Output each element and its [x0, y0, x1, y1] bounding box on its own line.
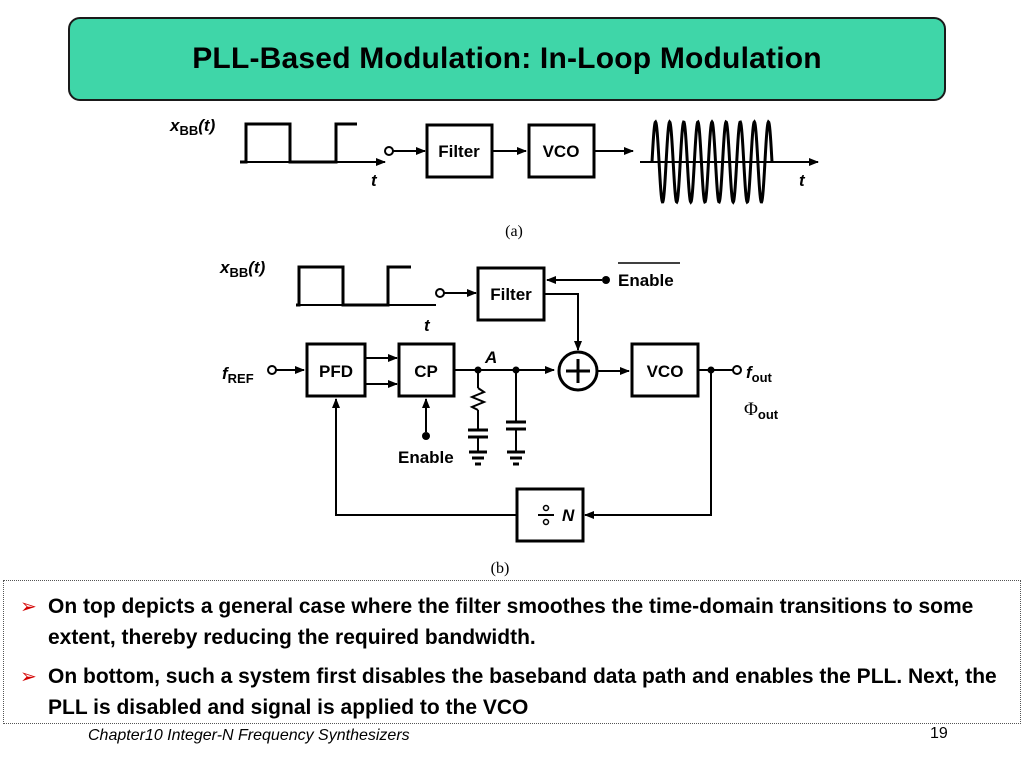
b-t-label: t: [424, 316, 431, 335]
b-fout-label: fout: [746, 363, 773, 385]
b-divider-n-label: N: [562, 506, 575, 525]
b-node-a-label: A: [484, 348, 497, 367]
bullet-arrow-icon: ➢: [20, 664, 37, 688]
b-input-node: [435, 288, 445, 298]
bullet-text: On top depicts a general case where the …: [48, 595, 974, 649]
bullet-text: On bottom, such a system first disables …: [48, 665, 997, 719]
slide-title: PLL-Based Modulation: In-Loop Modulation: [192, 42, 822, 75]
b-phi-out-label: Φout: [744, 399, 779, 422]
b-pfd-block: [305, 342, 367, 398]
b-vco-block: [630, 342, 700, 398]
b-filter-label: Filter: [490, 285, 532, 304]
b-divider-to-pfd-wire: [332, 398, 517, 516]
b-fout-node: [732, 365, 742, 375]
diagram-a: xBB(t) t Filter VCO t (a): [169, 116, 819, 240]
b-loop-filter-r-c1: [468, 370, 488, 466]
b-fref-node: [267, 365, 277, 375]
b-filter-block: [476, 266, 546, 322]
a-vco-label: VCO: [543, 142, 580, 161]
b-baseband-waveform: [296, 265, 411, 307]
page-number: 19: [930, 725, 948, 742]
b-divide-icon: [538, 504, 554, 526]
bullet-list: ➢ On top depicts a general case where th…: [3, 580, 1021, 724]
b-cp-enable-label: Enable: [398, 448, 454, 467]
a-input-node: [384, 146, 394, 156]
b-input-label: xBB(t): [219, 258, 266, 280]
b-loop-filter-c2: [506, 370, 526, 466]
bullet-item: ➢ On top depicts a general case where th…: [20, 591, 1006, 653]
bullet-item: ➢ On bottom, such a system first disable…: [20, 661, 1006, 723]
b-vco-label: VCO: [647, 362, 684, 381]
b-filter-to-summer-wire: [544, 293, 582, 351]
a-output-t-label: t: [799, 171, 806, 190]
b-fref-label: fREF: [222, 364, 254, 386]
bullet-arrow-icon: ➢: [20, 594, 37, 618]
a-input-label: xBB(t): [169, 116, 216, 138]
caption-a: (a): [505, 223, 523, 240]
diagram-b: xBB(t) t Filter Enable fREF PFD CP: [219, 258, 779, 577]
a-modulated-waveform: [650, 119, 774, 205]
a-baseband-waveform: [240, 122, 357, 164]
slide-title-box: PLL-Based Modulation: In-Loop Modulation: [68, 17, 946, 101]
modulation-diagram: xBB(t) t Filter VCO t (a) xBB(t) t F: [169, 116, 819, 577]
a-filter-label: Filter: [438, 142, 480, 161]
b-enable-bar-node: [602, 276, 610, 284]
b-pfd-label: PFD: [319, 362, 353, 381]
b-cp-enable-node: [422, 432, 430, 440]
b-cp-label: CP: [414, 362, 438, 381]
a-t-label: t: [371, 171, 378, 190]
caption-b: (b): [491, 560, 510, 577]
b-feedback-to-divider-wire: [584, 370, 712, 519]
footer-chapter: Chapter10 Integer-N Frequency Synthesize…: [88, 727, 410, 744]
b-enable-bar-label: Enable: [618, 271, 674, 290]
